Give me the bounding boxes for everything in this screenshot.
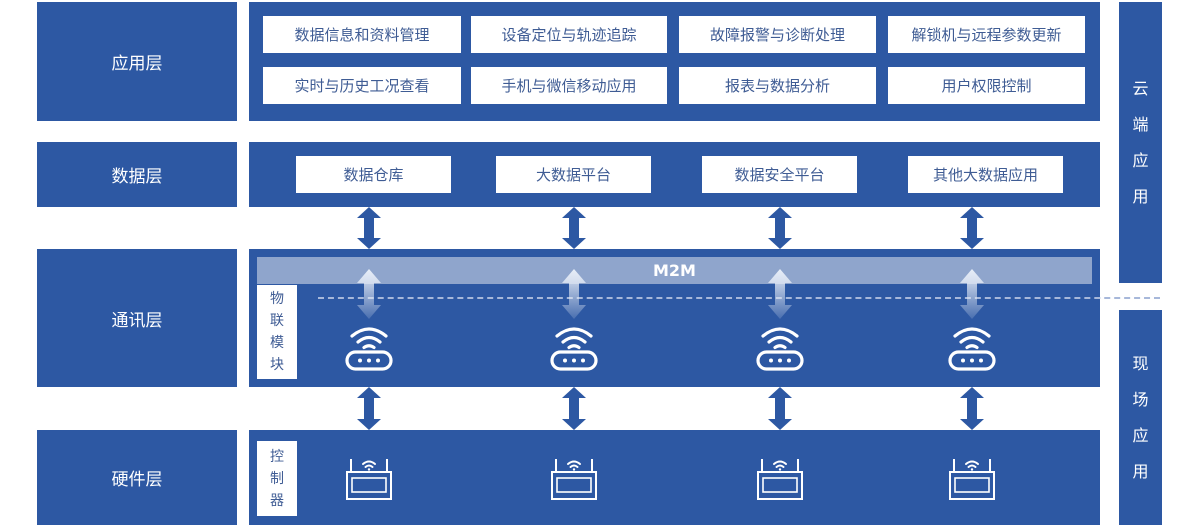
- data-item: 大数据平台: [496, 156, 651, 193]
- app-item: 实时与历史工况查看: [263, 67, 461, 104]
- double-arrow-icon: [562, 207, 586, 249]
- field-char: 用: [1132, 461, 1149, 481]
- controller-antenna-icon: [346, 459, 392, 500]
- field-application-panel: 现 场 应 用: [1119, 310, 1162, 525]
- controller-char: 器: [270, 492, 284, 509]
- app-item: 用户权限控制: [888, 67, 1085, 104]
- iot-module-char: 模: [270, 335, 284, 351]
- uplink-arrow-icon: [357, 269, 381, 319]
- cloud-field-boundary: [318, 297, 1160, 299]
- iot-module-label: 物 联 模 块: [257, 285, 297, 379]
- app-item: 数据信息和资料管理: [263, 16, 461, 53]
- double-arrow-icon: [768, 387, 792, 430]
- double-arrow-icon: [357, 387, 381, 430]
- field-char: 现: [1132, 353, 1149, 373]
- controller-label: 控 制 器: [257, 441, 297, 516]
- controller-char: 控: [270, 448, 284, 465]
- layer-label-hardware: 硬件层: [37, 430, 237, 525]
- double-arrow-icon: [960, 387, 984, 430]
- field-char: 场: [1132, 389, 1149, 409]
- controller-char: 制: [270, 470, 284, 487]
- cloud-char: 端: [1132, 114, 1149, 134]
- cloud-application-panel: 云 端 应 用: [1119, 2, 1162, 283]
- wifi-router-icon: [345, 327, 393, 371]
- uplink-arrow-icon: [960, 269, 984, 319]
- iot-module-char: 物: [270, 291, 284, 307]
- controller-antenna-icon: [757, 459, 803, 500]
- data-item: 数据安全平台: [702, 156, 857, 193]
- wifi-router-icon: [756, 327, 804, 371]
- layer-label-communication: 通讯层: [37, 249, 237, 387]
- controller-antenna-icon: [551, 459, 597, 500]
- app-item: 报表与数据分析: [679, 67, 876, 104]
- controller-antenna-icon: [949, 459, 995, 500]
- iot-module-char: 块: [270, 357, 284, 373]
- data-item: 其他大数据应用: [908, 156, 1063, 193]
- data-item: 数据仓库: [296, 156, 451, 193]
- layer-label-application: 应用层: [37, 2, 237, 121]
- app-item: 故障报警与诊断处理: [679, 16, 876, 53]
- m2m-bus: M2M: [257, 257, 1092, 284]
- iot-module-char: 联: [270, 313, 284, 329]
- double-arrow-icon: [768, 207, 792, 249]
- cloud-char: 用: [1132, 186, 1149, 206]
- cloud-char: 应: [1132, 150, 1149, 170]
- field-char: 应: [1132, 425, 1149, 445]
- uplink-arrow-icon: [562, 269, 586, 319]
- wifi-router-icon: [948, 327, 996, 371]
- wifi-router-icon: [550, 327, 598, 371]
- double-arrow-icon: [357, 207, 381, 249]
- app-item: 解锁机与远程参数更新: [888, 16, 1085, 53]
- cloud-char: 云: [1132, 78, 1149, 98]
- double-arrow-icon: [960, 207, 984, 249]
- layer-label-data: 数据层: [37, 142, 237, 207]
- app-item: 手机与微信移动应用: [471, 67, 667, 104]
- app-item: 设备定位与轨迹追踪: [471, 16, 667, 53]
- double-arrow-icon: [562, 387, 586, 430]
- uplink-arrow-icon: [768, 269, 792, 319]
